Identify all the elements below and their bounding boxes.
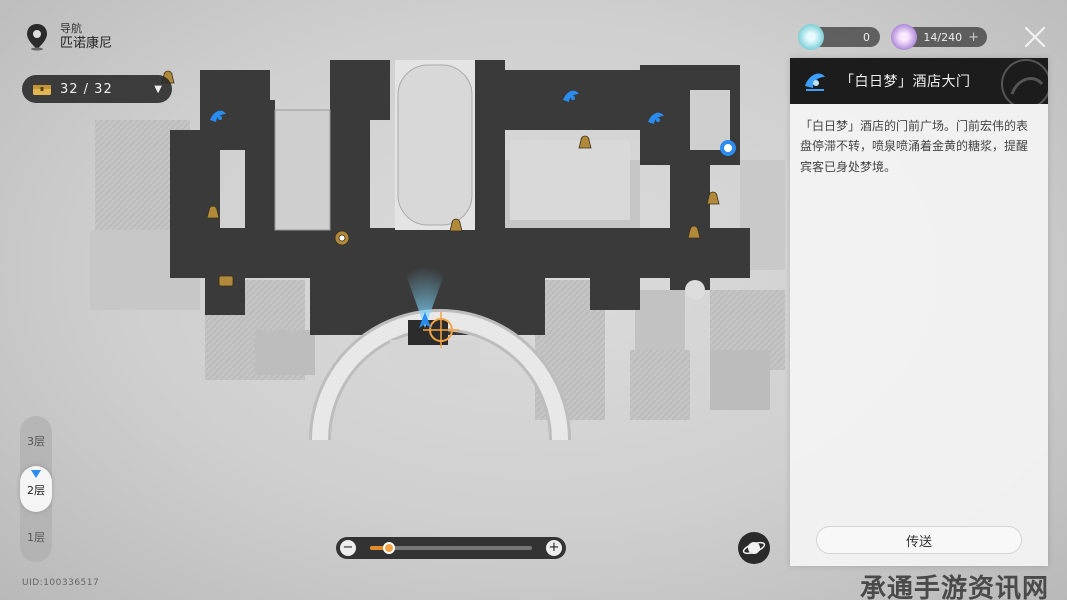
plaza xyxy=(309,309,571,441)
planet-icon xyxy=(742,541,766,555)
space-anchor-icon xyxy=(210,110,226,122)
site-watermark: 承通手游资讯网 xyxy=(860,574,1050,600)
trailblaze-power-icon xyxy=(891,24,917,50)
shop-icon xyxy=(334,230,350,246)
planet-switch-button[interactable] xyxy=(738,532,770,564)
zoom-slider-handle[interactable] xyxy=(383,542,396,554)
navigation-header: 导航 匹诺康尼 xyxy=(24,22,112,52)
chest-count: 32 / 32 xyxy=(60,81,113,97)
zoom-slider[interactable] xyxy=(370,542,532,554)
space-anchor-icon xyxy=(648,112,664,124)
trailblaze-power-counter[interactable]: 14/240 + xyxy=(891,24,987,50)
space-anchor-icon xyxy=(563,90,579,102)
space-anchor-icon xyxy=(805,73,825,91)
chevron-down-icon: ▼ xyxy=(154,83,162,95)
emblem-icon xyxy=(1001,59,1048,104)
bell-icon xyxy=(578,135,592,149)
teleport-button[interactable]: 传送 xyxy=(816,526,1022,554)
point-markers[interactable] xyxy=(161,70,720,287)
chest-icon xyxy=(33,85,51,95)
navigation-label: 导航 xyxy=(60,22,82,35)
map-pin-icon xyxy=(27,24,47,51)
player-marker xyxy=(405,266,459,348)
trailblaze-power-value: 14/240 xyxy=(923,30,963,44)
chest-counter-dropdown[interactable]: 32 / 32 ▼ xyxy=(22,75,172,103)
inner-pads xyxy=(274,60,730,300)
zoom-slider-fill xyxy=(370,546,390,550)
location-detail-panel: 「白日梦」酒店大门 「白日梦」酒店的门前广场。门前宏伟的表盘停滞不转，喷泉喷涌着… xyxy=(790,58,1048,566)
add-power-button[interactable]: + xyxy=(968,29,979,45)
floor-2-label: 2层 xyxy=(27,484,45,497)
chest-map-icon xyxy=(218,275,234,287)
space-anchor-markers[interactable] xyxy=(210,90,736,156)
current-floor-marker-icon xyxy=(31,470,41,478)
floor-1-button[interactable]: 1层 xyxy=(27,531,45,544)
location-description: 「白日梦」酒店的门前广场。门前宏伟的表盘停滞不转，喷泉喷涌着金黄的糖浆，提醒宾客… xyxy=(800,119,1029,174)
bell-icon xyxy=(206,205,220,219)
oneiric-shard-counter[interactable]: 0 xyxy=(798,24,880,50)
bell-icon xyxy=(706,191,720,205)
oneiric-shard-icon xyxy=(798,24,824,50)
calyx-icon xyxy=(720,140,736,156)
zoom-control: − + xyxy=(336,537,566,559)
location-header: 「白日梦」酒店大门 xyxy=(790,58,1048,104)
zoom-out-button[interactable]: − xyxy=(340,540,356,556)
floor-2-button[interactable]: 2层 xyxy=(20,466,52,512)
bell-icon xyxy=(687,225,701,239)
region-name: 匹诺康尼 xyxy=(60,35,113,51)
player-uid: UID:100336517 xyxy=(22,578,100,588)
bell-icon xyxy=(449,218,463,232)
zoom-in-button[interactable]: + xyxy=(546,540,562,556)
floor-3-button[interactable]: 3层 xyxy=(27,435,45,448)
oneiric-shard-value: 0 xyxy=(863,30,870,44)
floor-switcher: 3层 2层 1层 xyxy=(20,416,52,562)
close-icon[interactable] xyxy=(1022,24,1048,50)
location-title: 「白日梦」酒店大门 xyxy=(840,74,971,90)
